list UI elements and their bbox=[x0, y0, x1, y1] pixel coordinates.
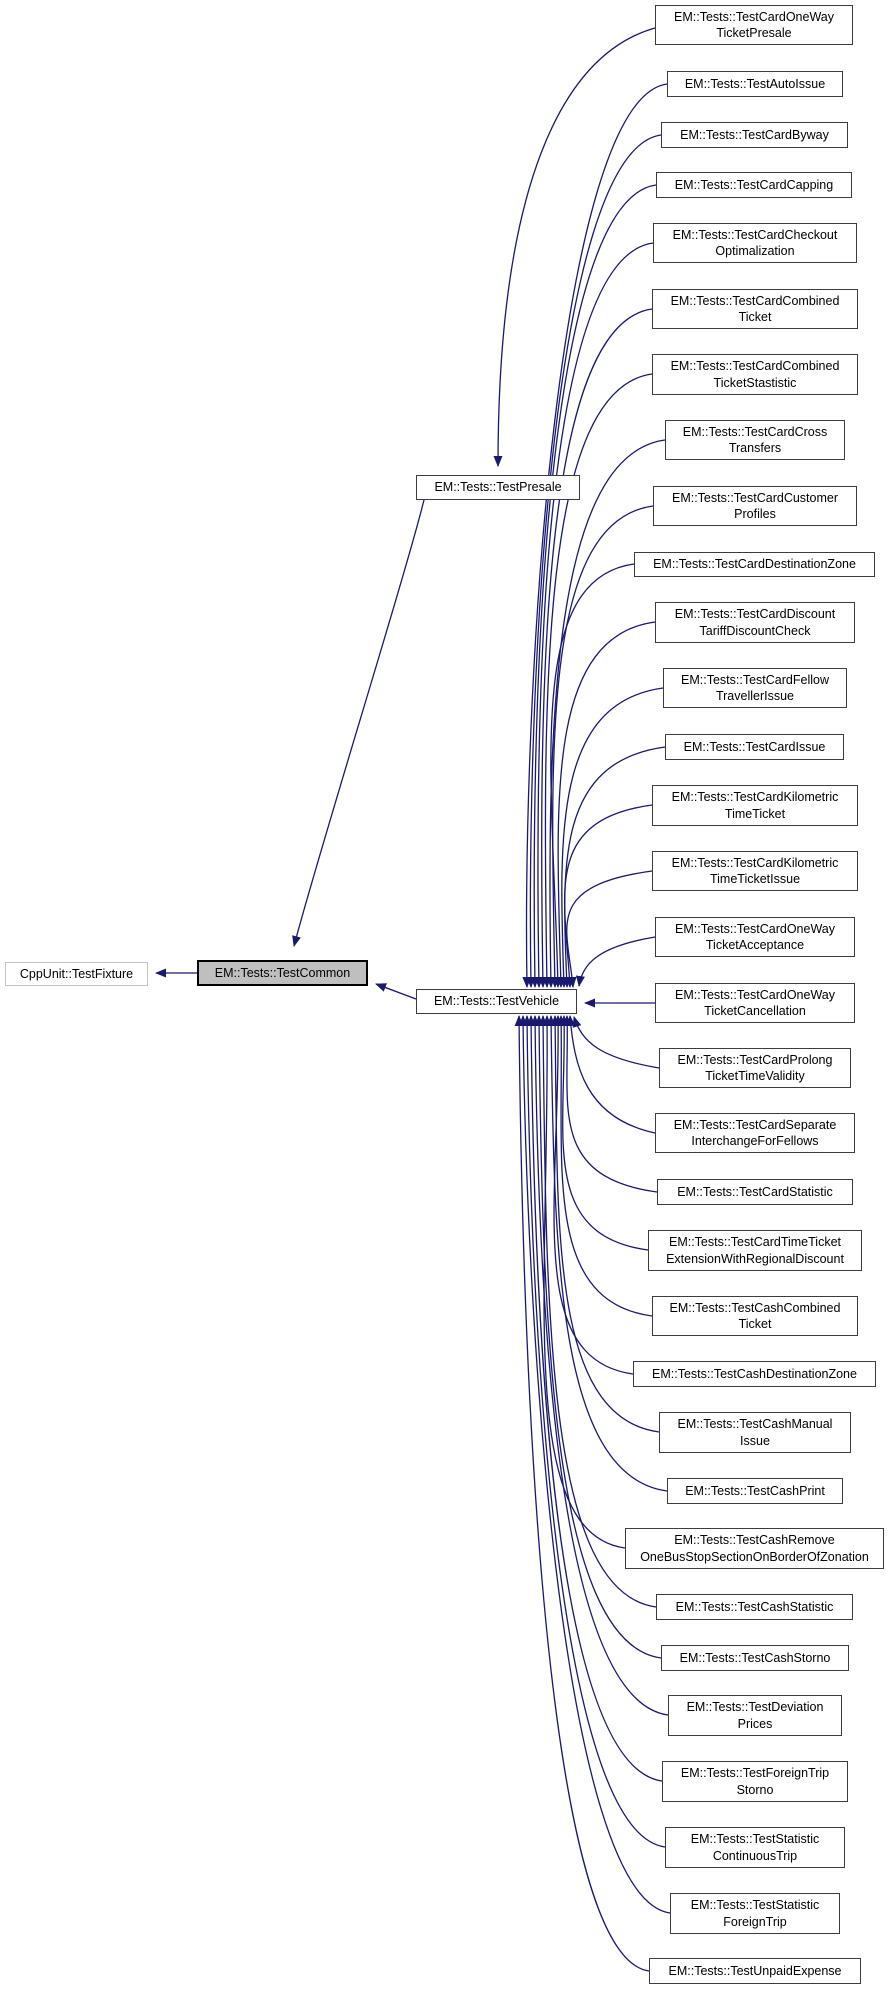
edge-child1-to-vehicle bbox=[522, 83, 668, 988]
class-node[interactable]: EM::Tests::TestCardDestinationZone bbox=[634, 552, 875, 577]
class-node[interactable]: EM::Tests::TestCardDiscount TariffDiscou… bbox=[655, 602, 855, 643]
edge-child7-to-vehicle bbox=[546, 439, 666, 988]
class-node[interactable]: EM::Tests::TestCashStatistic bbox=[656, 1594, 853, 1620]
class-node[interactable]: EM::Tests::TestCardKilometric TimeTicket bbox=[652, 785, 858, 826]
edge-child25-to-vehicle bbox=[542, 1015, 626, 1549]
edge-child18-to-vehicle bbox=[566, 1015, 656, 1134]
class-node[interactable]: EM::Tests::TestCardTimeTicket ExtensionW… bbox=[648, 1230, 862, 1271]
edge-presale-to-common bbox=[292, 499, 425, 947]
class-node[interactable]: EM::Tests::TestCardOneWay TicketPresale bbox=[655, 5, 853, 45]
edge-child14-to-vehicle bbox=[566, 870, 653, 988]
node-em-tests-testpresale[interactable]: EM::Tests::TestPresale bbox=[416, 475, 580, 500]
class-node[interactable]: EM::Tests::TestCardOneWay TicketAcceptan… bbox=[655, 917, 855, 957]
class-node[interactable]: EM::Tests::TestCardCombined TicketStasti… bbox=[652, 354, 858, 395]
edge-child17-to-vehicle bbox=[572, 1016, 660, 1069]
edge-child13-to-vehicle bbox=[563, 804, 653, 988]
class-node[interactable]: EM::Tests::TestCardKilometric TimeTicket… bbox=[652, 851, 858, 891]
class-node[interactable]: EM::Tests::TestCardCheckout Optimalizati… bbox=[653, 223, 857, 263]
class-node[interactable]: EM::Tests::TestCardCapping bbox=[656, 172, 852, 198]
edge-child32-to-vehicle bbox=[514, 1015, 650, 1972]
class-node[interactable]: EM::Tests::TestCardStatistic bbox=[657, 1179, 853, 1205]
edge-child27-to-vehicle bbox=[534, 1015, 662, 1659]
class-node[interactable]: EM::Tests::TestCashManual Issue bbox=[659, 1412, 851, 1453]
class-node[interactable]: EM::Tests::TestCardCustomer Profiles bbox=[653, 486, 857, 526]
edge-child28-to-vehicle bbox=[530, 1015, 669, 1716]
edge-child21-to-vehicle bbox=[556, 1015, 653, 1317]
class-node[interactable]: EM::Tests::TestAutoIssue bbox=[667, 71, 843, 97]
edge-child30-to-vehicle bbox=[522, 1015, 666, 1848]
class-node[interactable]: EM::Tests::TestCardOneWay TicketCancella… bbox=[655, 983, 855, 1023]
class-node[interactable]: EM::Tests::TestCashDestinationZone bbox=[633, 1361, 876, 1387]
node-cppunit-testfixture: CppUnit::TestFixture bbox=[5, 962, 148, 986]
class-node[interactable]: EM::Tests::TestCardIssue bbox=[665, 734, 844, 760]
edge-vehicle-to-common bbox=[375, 983, 417, 1000]
edge-child29-to-vehicle bbox=[526, 1015, 663, 1782]
edge-child4-to-vehicle bbox=[534, 242, 654, 988]
edge-child20-to-vehicle bbox=[559, 1015, 649, 1251]
edge-child5-to-vehicle bbox=[538, 308, 653, 988]
node-em-tests-testcommon: EM::Tests::TestCommon bbox=[197, 960, 368, 986]
class-node[interactable]: EM::Tests::TestCashStorno bbox=[661, 1645, 849, 1671]
class-node[interactable]: EM::Tests::TestStatistic ForeignTrip bbox=[670, 1893, 840, 1934]
edge-child12-to-vehicle bbox=[562, 746, 666, 988]
edge-child0-to-presale bbox=[493, 27, 656, 467]
edge-child19-to-vehicle bbox=[562, 1015, 658, 1193]
class-node[interactable]: EM::Tests::TestCardSeparate InterchangeF… bbox=[655, 1113, 855, 1153]
class-node[interactable]: EM::Tests::TestCashPrint bbox=[667, 1478, 843, 1504]
node-em-tests-testvehicle[interactable]: EM::Tests::TestVehicle bbox=[416, 989, 577, 1014]
edge-child24-to-vehicle bbox=[546, 1015, 668, 1492]
class-node[interactable]: EM::Tests::TestUnpaidExpense bbox=[649, 1958, 861, 1984]
edge-child6-to-vehicle bbox=[542, 373, 653, 988]
class-node[interactable]: EM::Tests::TestStatistic ContinuousTrip bbox=[665, 1827, 845, 1868]
class-node[interactable]: EM::Tests::TestCardProlong TicketTimeVal… bbox=[659, 1048, 851, 1088]
class-node[interactable]: EM::Tests::TestCardCross Transfers bbox=[665, 420, 845, 460]
edge-child9-to-vehicle bbox=[550, 563, 635, 988]
edge-child15-to-vehicle bbox=[576, 936, 656, 987]
class-node[interactable]: EM::Tests::TestCardCombined Ticket bbox=[652, 289, 858, 329]
class-node[interactable]: EM::Tests::TestForeignTrip Storno bbox=[662, 1761, 848, 1802]
edge-child26-to-vehicle bbox=[538, 1015, 657, 1608]
class-node[interactable]: EM::Tests::TestDeviation Prices bbox=[668, 1695, 842, 1736]
class-node[interactable]: EM::Tests::TestCashCombined Ticket bbox=[652, 1296, 858, 1336]
edge-child31-to-vehicle bbox=[518, 1015, 671, 1914]
edge-child10-to-vehicle bbox=[556, 621, 656, 988]
edge-child2-to-vehicle bbox=[526, 134, 662, 988]
edge-child22-to-vehicle bbox=[553, 1015, 634, 1375]
class-node[interactable]: EM::Tests::TestCardFellow TravellerIssue bbox=[663, 668, 847, 708]
edge-child23-to-vehicle bbox=[550, 1015, 660, 1433]
class-node[interactable]: EM::Tests::TestCashRemove OneBusStopSect… bbox=[625, 1528, 884, 1569]
edge-child8-to-vehicle bbox=[550, 505, 654, 988]
class-node[interactable]: EM::Tests::TestCardByway bbox=[661, 122, 848, 148]
edge-child11-to-vehicle bbox=[559, 687, 664, 988]
